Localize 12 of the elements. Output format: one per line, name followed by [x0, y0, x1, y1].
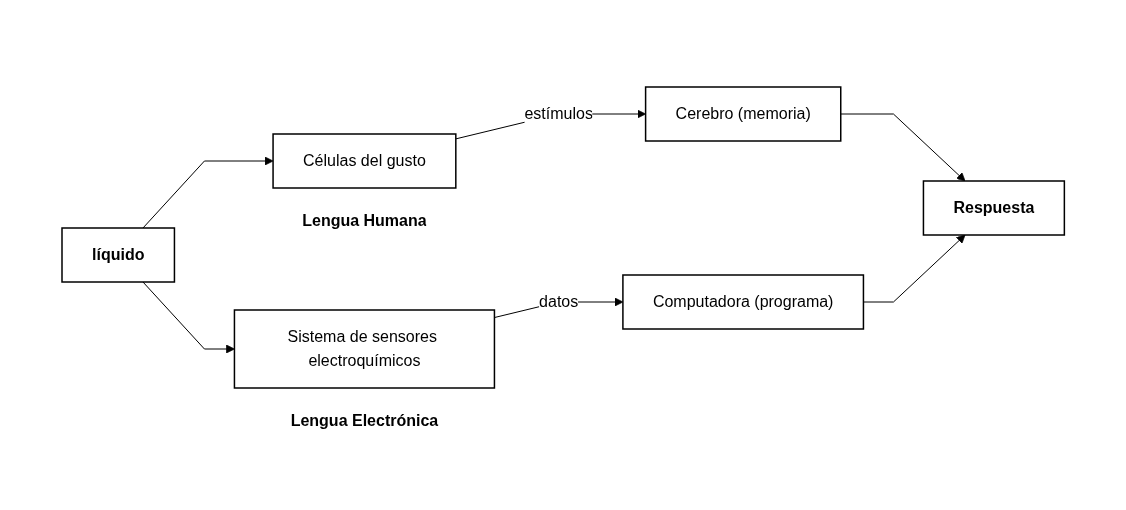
node-box: Respuesta — [922, 180, 1065, 236]
node-box: Computadora (programa) — [621, 274, 864, 330]
node-label: Lengua Electrónica — [290, 412, 439, 429]
edge-label: estímulos — [524, 105, 593, 122]
node-box: líquido — [61, 227, 175, 283]
node-box: Cerebro (memoria) — [644, 86, 842, 142]
node-label: Lengua Humana — [302, 212, 427, 229]
arrow — [840, 113, 966, 182]
arrow — [142, 281, 235, 354]
node-box: Sistema de sensores electroquímicos — [233, 309, 495, 389]
edge-label: datos — [538, 293, 579, 310]
node-box: Células del gusto — [272, 133, 457, 189]
